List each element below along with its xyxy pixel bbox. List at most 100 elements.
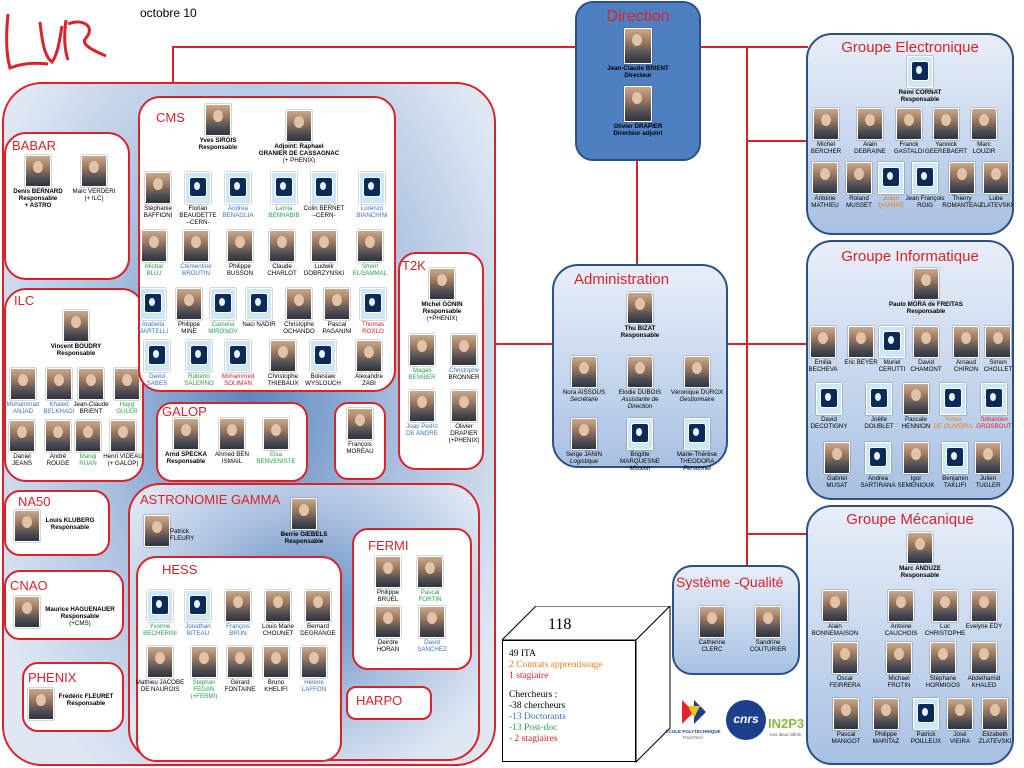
placeholder-avatar-icon bbox=[359, 172, 385, 204]
portrait-photo bbox=[755, 606, 781, 638]
portrait-photo bbox=[191, 646, 217, 678]
portrait-photo bbox=[419, 606, 445, 638]
stats-cube-top bbox=[502, 606, 671, 764]
placeholder-avatar-icon bbox=[913, 698, 939, 730]
placeholder-avatar-icon bbox=[140, 288, 166, 320]
stats-postdoc: -13 Post-doc bbox=[509, 723, 558, 733]
portrait-photo bbox=[848, 326, 874, 358]
portrait-photo bbox=[205, 104, 231, 136]
portrait-photo bbox=[985, 326, 1011, 358]
placeholder-avatar-icon bbox=[865, 442, 891, 474]
hess-title: HESS bbox=[162, 562, 198, 577]
placeholder-avatar-icon bbox=[185, 172, 211, 204]
person-card: Colin BERNET–CERN- bbox=[298, 172, 350, 219]
portrait-photo bbox=[291, 498, 317, 530]
polytechnique-logo bbox=[682, 700, 706, 724]
portrait-photo bbox=[78, 368, 104, 400]
portrait-photo bbox=[286, 110, 312, 142]
portrait-photo bbox=[375, 606, 401, 638]
portrait-photo bbox=[301, 646, 327, 678]
portrait-photo bbox=[886, 642, 912, 674]
portrait-photo bbox=[451, 390, 477, 422]
informatique-title: Groupe Informatique bbox=[841, 248, 979, 265]
fermi-box bbox=[352, 528, 472, 670]
person-card: Serge JANIN Logistique bbox=[556, 418, 612, 465]
placeholder-avatar-icon bbox=[360, 288, 386, 320]
portrait-photo bbox=[971, 590, 997, 622]
portrait-photo bbox=[311, 230, 337, 262]
person-card: Henri VIDEAU(+ GALOP) bbox=[98, 420, 148, 467]
portrait-photo bbox=[305, 590, 331, 622]
portrait-photo bbox=[812, 162, 838, 194]
placeholder-avatar-icon bbox=[907, 56, 933, 88]
cms-title: CMS bbox=[156, 110, 185, 125]
portrait-photo bbox=[953, 326, 979, 358]
portrait-photo bbox=[9, 420, 35, 452]
placeholder-avatar-icon bbox=[981, 383, 1007, 415]
galop-title: GALOP bbox=[162, 404, 207, 419]
portrait-photo bbox=[896, 108, 922, 140]
direction-box bbox=[575, 1, 701, 161]
portrait-photo bbox=[624, 28, 652, 64]
portrait-photo bbox=[141, 230, 167, 262]
placeholder-avatar-icon bbox=[186, 340, 212, 372]
t2k-title: T2K bbox=[402, 258, 426, 273]
connector-line bbox=[172, 46, 576, 48]
placeholder-avatar-icon bbox=[942, 442, 968, 474]
stats-chercheurs: -38 chercheurs bbox=[509, 701, 566, 711]
direction-title: Direction bbox=[606, 8, 670, 25]
portrait-photo bbox=[903, 383, 929, 415]
fermi-title: FERMI bbox=[368, 538, 409, 553]
person-card: Brigitte MARQUESNE Mission bbox=[612, 418, 668, 472]
portrait-photo bbox=[46, 368, 72, 400]
portrait-photo bbox=[227, 646, 253, 678]
administration-title: Administration bbox=[574, 271, 670, 288]
portrait-photo bbox=[627, 292, 653, 324]
placeholder-avatar-icon bbox=[879, 326, 905, 358]
portrait-photo bbox=[409, 390, 435, 422]
qualite-title: Système -Qualité bbox=[676, 574, 784, 590]
portrait-photo bbox=[263, 418, 289, 450]
cnao-title: CNAO bbox=[10, 578, 48, 593]
portrait-photo bbox=[832, 642, 858, 674]
portrait-photo bbox=[173, 418, 199, 450]
placeholder-avatar-icon bbox=[627, 418, 653, 450]
connector-line bbox=[746, 140, 808, 142]
